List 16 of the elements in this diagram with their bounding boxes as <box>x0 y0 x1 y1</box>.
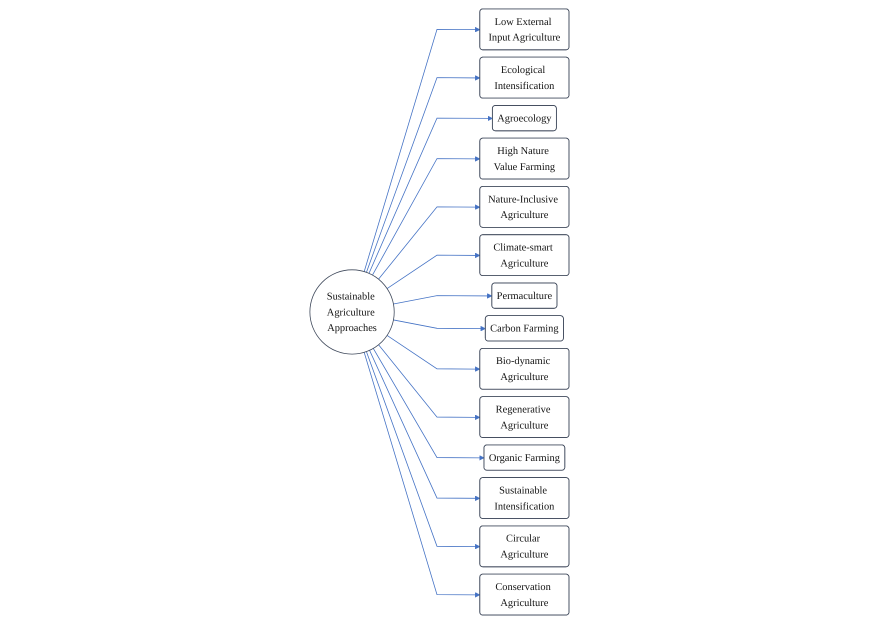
arrow <box>366 75 480 273</box>
arrow <box>392 293 492 304</box>
arrow <box>363 352 480 598</box>
arrow <box>378 204 480 280</box>
arrow <box>372 156 480 276</box>
arrow <box>386 335 480 372</box>
diagram: Sustainable Agriculture Approaches Low External Input Agriculture Ecological Intensification Agroecology High Nature Value Farming Nature-Inclusive Agriculture Climate-smart Agriculture Permaculture Carbon Farming Bio-dynamic Agriculture Regenerative Agriculture Organic Farming Sustainable Intensification Circular Agriculture Conservation Agriculture <box>304 4 574 620</box>
node-circle <box>309 269 394 355</box>
arrow <box>372 348 484 461</box>
arrow <box>366 351 480 550</box>
arrow <box>378 344 480 420</box>
arrow <box>368 116 492 274</box>
arrow <box>392 320 486 332</box>
arrow <box>386 252 480 289</box>
arrow <box>368 350 480 502</box>
arrow <box>363 26 480 272</box>
